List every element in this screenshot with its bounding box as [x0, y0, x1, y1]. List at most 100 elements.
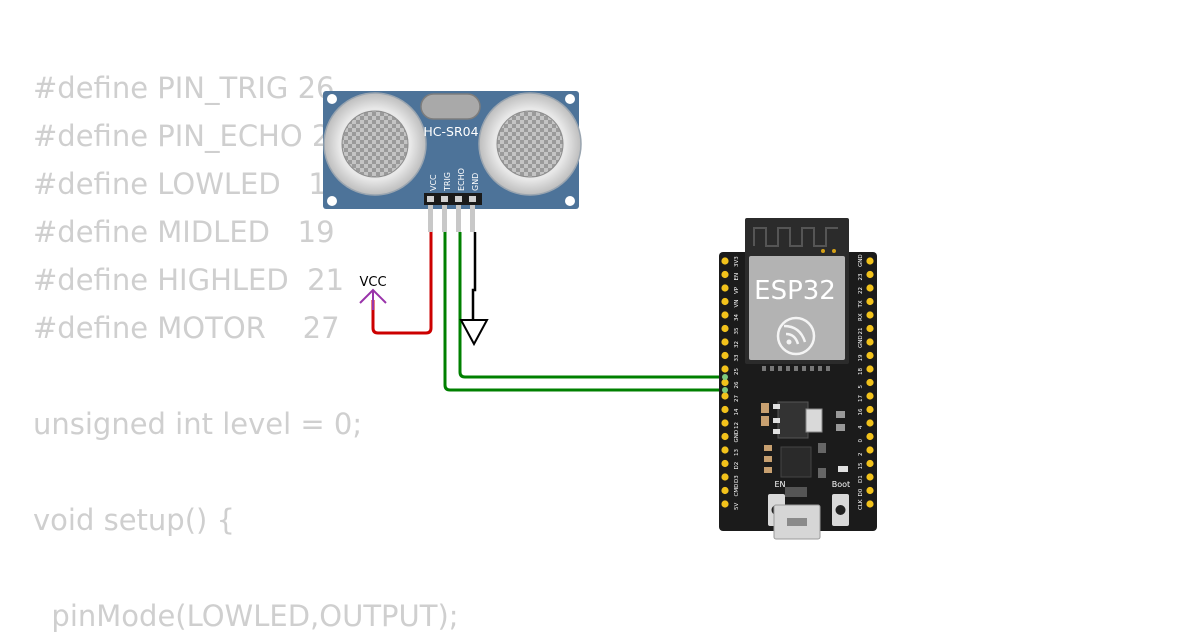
- right-pin-pad[interactable]: [866, 459, 874, 468]
- left-pin-pad[interactable]: [721, 297, 729, 306]
- right-pin-label: D1: [858, 475, 864, 483]
- left-pin-label: EN: [734, 273, 740, 281]
- right-pin-pad[interactable]: [866, 473, 874, 481]
- left-pin-label: D2: [734, 462, 740, 470]
- module-pads: [762, 366, 830, 371]
- left-pin-label: 13: [734, 449, 740, 456]
- wire-trig[interactable]: [443, 232, 724, 392]
- right-pin-pad[interactable]: [866, 486, 874, 495]
- code-line: #define MOTOR 27: [33, 311, 340, 345]
- left-pin-label: 27: [734, 395, 740, 402]
- right-pin-pad[interactable]: [866, 297, 874, 306]
- left-pin-label: 14: [734, 408, 740, 415]
- code-line: #define MIDLED 19: [33, 215, 335, 249]
- right-pin-label: 5: [858, 385, 864, 389]
- pin-pad[interactable]: [441, 196, 448, 202]
- left-pin-pad[interactable]: [721, 405, 729, 414]
- right-pin-pad[interactable]: [866, 270, 874, 279]
- wire-endpoint: [722, 387, 728, 393]
- wire-gnd[interactable]: [471, 232, 477, 320]
- left-pin-label: 26: [734, 381, 740, 388]
- left-pin-pad[interactable]: [721, 365, 729, 373]
- right-pin-pad[interactable]: [866, 392, 874, 400]
- regulator-tab: [805, 408, 823, 433]
- left-pin-pad[interactable]: [721, 500, 729, 508]
- left-pin-label: GND: [734, 430, 740, 443]
- wire-vcc[interactable]: [371, 232, 433, 335]
- right-pin-pad[interactable]: [866, 284, 874, 292]
- usb-opening: [787, 518, 807, 526]
- right-pin-pad[interactable]: [866, 365, 874, 373]
- right-pin-label: 17: [858, 395, 864, 402]
- left-pin-pad[interactable]: [721, 324, 729, 333]
- left-pin-pad[interactable]: [721, 419, 729, 427]
- pin-pad[interactable]: [455, 196, 462, 202]
- esp32-board[interactable]: ESP32: [719, 218, 877, 540]
- transducer-right: [478, 92, 582, 196]
- right-pin-label: 21: [858, 328, 864, 335]
- left-pin-pad[interactable]: [721, 473, 729, 481]
- code-line: #define PIN_TRIG 26: [33, 71, 335, 105]
- left-pin-pad[interactable]: [721, 311, 729, 319]
- pin-leg: [456, 205, 461, 232]
- right-pin-pad[interactable]: [866, 338, 874, 346]
- left-pin-pad[interactable]: [721, 432, 729, 441]
- left-pin-label: VN: [734, 300, 740, 308]
- pin-pad[interactable]: [469, 196, 476, 202]
- pin-leg: [442, 205, 447, 232]
- left-pin-header: 3V3ENVPVN343532332526271412GND13D2D3CMD5…: [721, 256, 740, 510]
- right-pin-pad[interactable]: [866, 378, 874, 387]
- pin-pad[interactable]: [427, 196, 434, 202]
- right-pin-pad[interactable]: [866, 324, 874, 333]
- right-pin-label: 0: [858, 439, 864, 443]
- left-pin-label: 35: [734, 327, 740, 334]
- left-pin-pad[interactable]: [721, 351, 729, 360]
- right-pin-pad[interactable]: [866, 500, 874, 508]
- right-pin-label: 4: [858, 425, 864, 429]
- left-pin-label: 5V: [734, 503, 740, 510]
- crystal-oscillator: [420, 93, 481, 120]
- left-pin-pad[interactable]: [721, 257, 729, 265]
- left-pin-pad[interactable]: [721, 270, 729, 279]
- right-pin-label: CLK: [858, 499, 864, 510]
- right-pin-pad[interactable]: [866, 419, 874, 427]
- sensor-name: HC-SR04: [423, 124, 478, 139]
- right-pin-pad[interactable]: [866, 257, 874, 265]
- metal-shield: [749, 256, 845, 360]
- right-pin-pad[interactable]: [866, 432, 874, 441]
- code-line: #define HIGHLED 21: [33, 263, 345, 297]
- right-pin-pad[interactable]: [866, 311, 874, 319]
- boot-button[interactable]: [832, 494, 849, 526]
- left-pin-label: 25: [734, 368, 740, 375]
- hc-sr04-sensor[interactable]: HC-SR04 VCC TRIG ECHO GND: [323, 91, 582, 232]
- right-pin-pad[interactable]: [866, 351, 874, 360]
- right-pin-pad[interactable]: [866, 405, 874, 414]
- mount-hole: [327, 94, 337, 104]
- smd-components: [761, 403, 848, 478]
- espressif-logo-icon: [776, 316, 816, 356]
- code-line: void setup() {: [33, 503, 235, 537]
- usb-contacts: [785, 487, 807, 497]
- right-pin-label: 22: [858, 287, 864, 294]
- left-pin-pad[interactable]: [721, 486, 729, 495]
- module-pad: [832, 249, 836, 253]
- wire-echo[interactable]: [458, 232, 724, 379]
- left-pin-pad[interactable]: [721, 284, 729, 292]
- code-line: pinMode(LOWLED,OUTPUT);: [33, 599, 459, 633]
- left-pin-pad[interactable]: [721, 338, 729, 346]
- left-pin-pad[interactable]: [721, 378, 729, 387]
- right-pin-label: GND: [858, 335, 864, 348]
- left-pin-pad[interactable]: [721, 392, 729, 400]
- right-pin-pad[interactable]: [866, 446, 874, 454]
- code-line: unsigned int level = 0;: [33, 407, 363, 441]
- left-pin-pad[interactable]: [721, 446, 729, 454]
- right-pin-label: 15: [858, 462, 864, 469]
- left-pin-label: 32: [734, 341, 740, 348]
- en-button-label: EN: [774, 480, 785, 489]
- right-pin-label: TX: [858, 300, 864, 308]
- left-pin-label: 3V3: [734, 256, 740, 267]
- left-pin-pad[interactable]: [721, 459, 729, 468]
- mount-hole: [327, 196, 337, 206]
